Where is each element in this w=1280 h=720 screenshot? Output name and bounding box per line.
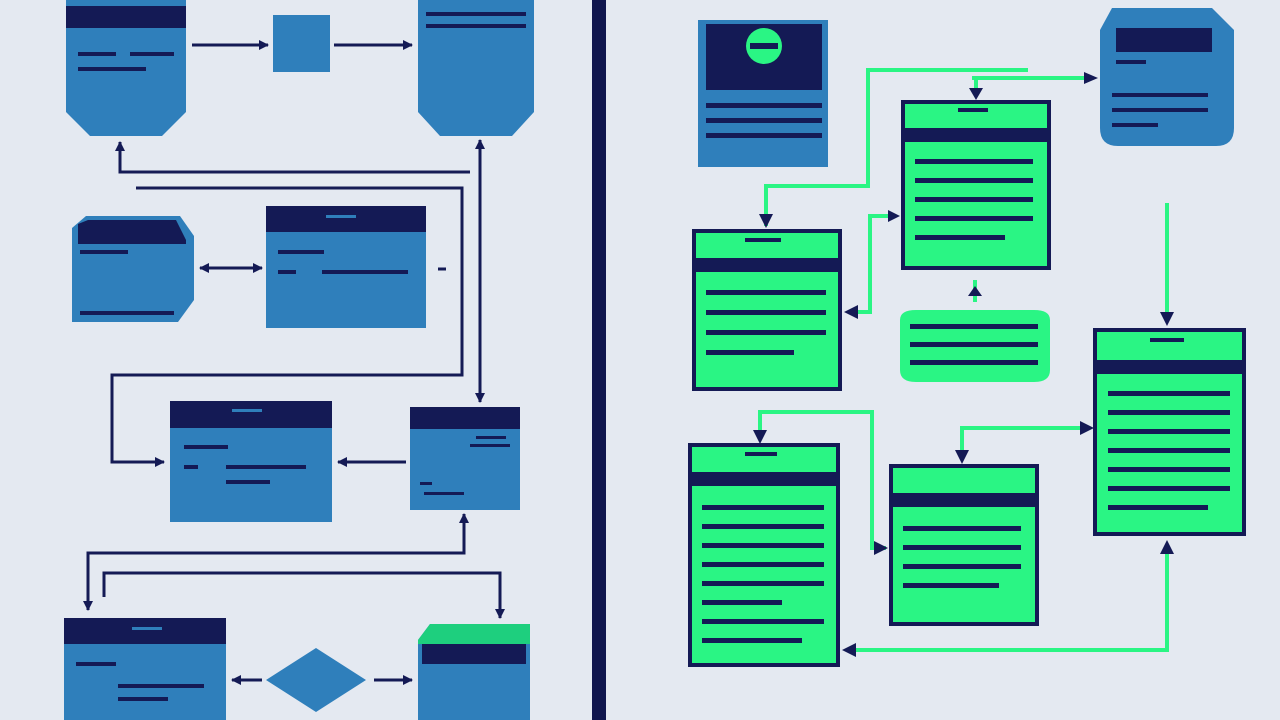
left-panel [64,0,534,720]
flow-box [170,401,332,522]
right-arrowheads [753,72,1174,657]
flow-box [418,0,534,136]
right-panel [688,8,1246,667]
flow-box [901,100,1051,270]
flow-box [418,624,530,720]
flow-box [410,407,520,510]
flow-box [688,443,840,667]
flow-box [698,20,828,167]
flow-box [692,229,842,391]
decision-node [266,648,366,712]
data-store [900,310,1050,382]
flow-box [889,464,1039,626]
flow-box [64,618,226,720]
process-node [273,15,330,72]
flow-box [66,0,186,136]
panel-divider [592,0,606,720]
flow-box [266,206,426,328]
flow-box [1100,8,1234,146]
left-connectors [83,40,505,685]
flow-box [72,216,194,322]
flow-box [1093,328,1246,536]
